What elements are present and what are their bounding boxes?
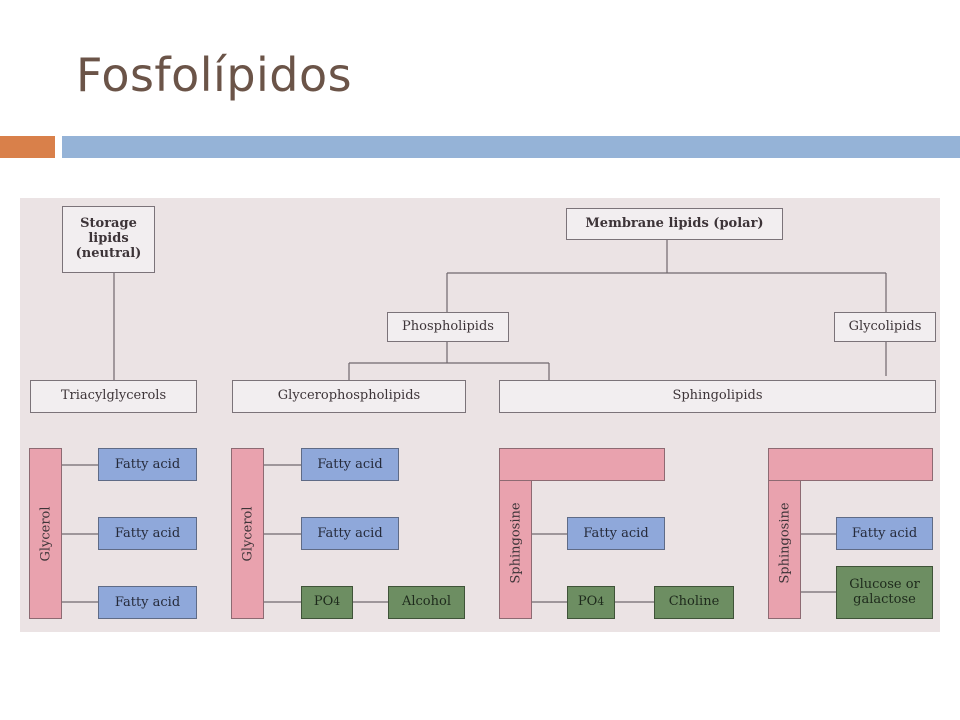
storage-lipids-box: Storage lipids (neutral)	[62, 206, 155, 273]
sphingosine-label: Sphingosine	[777, 502, 793, 584]
phosphate-label: PO	[313, 594, 334, 610]
phospholipids-box: Phospholipids	[387, 312, 509, 342]
sugar-box: Glucose or galactose	[836, 566, 933, 619]
sphingosine-backbone-top	[499, 448, 665, 481]
choline-box: Choline	[654, 586, 734, 619]
fatty-acid-box: Fatty acid	[836, 517, 933, 550]
phosphate-label: PO	[577, 594, 598, 610]
fatty-acid-box: Fatty acid	[98, 586, 197, 619]
glycerol-label: Glycerol	[38, 506, 54, 562]
phosphate-subscript: 4	[597, 595, 605, 609]
sphingosine-backbone-top	[768, 448, 933, 481]
glycerophospholipids-box: Glycerophospholipids	[232, 380, 466, 413]
glycerol-backbone	[29, 448, 62, 619]
lipid-classification-figure: Storage lipids (neutral) Membrane lipids…	[20, 198, 940, 632]
fatty-acid-box: Fatty acid	[98, 517, 197, 550]
alcohol-box: Alcohol	[388, 586, 465, 619]
accent-bar-orange	[0, 136, 55, 158]
connector-lines	[62, 240, 887, 603]
fatty-acid-box: Fatty acid	[301, 448, 399, 481]
slide-title: Fosfolípidos	[76, 48, 353, 102]
phosphate-subscript: 4	[333, 595, 341, 609]
glycolipids-box: Glycolipids	[834, 312, 936, 342]
fatty-acid-box: Fatty acid	[567, 517, 665, 550]
fatty-acid-box: Fatty acid	[301, 517, 399, 550]
accent-bar-blue	[62, 136, 960, 158]
membrane-lipids-box: Membrane lipids (polar)	[566, 208, 783, 240]
fatty-acid-box: Fatty acid	[98, 448, 197, 481]
sphingosine-label: Sphingosine	[508, 502, 524, 584]
glycerol-backbone	[231, 448, 264, 619]
glycerol-label: Glycerol	[240, 506, 256, 562]
triacylglycerols-box: Triacylglycerols	[30, 380, 197, 413]
sphingolipids-box: Sphingolipids	[499, 380, 936, 413]
